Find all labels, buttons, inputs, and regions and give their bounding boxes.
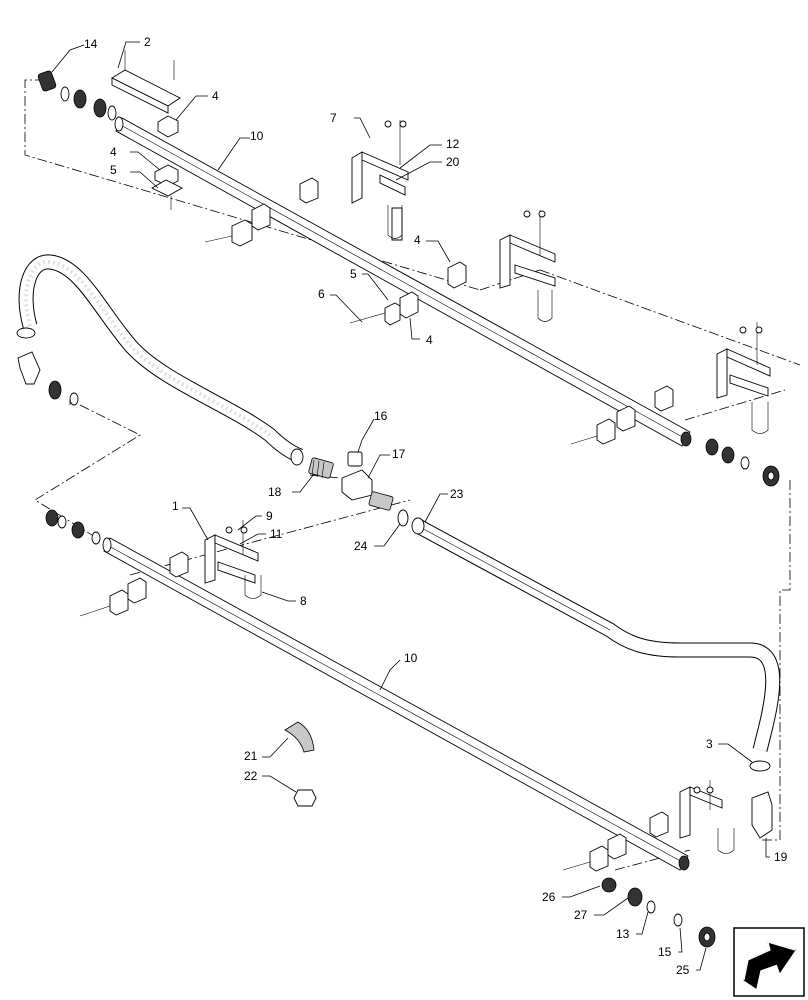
callout-2: 2 (144, 35, 151, 49)
callout-15: 15 (658, 945, 672, 959)
callout-labels: 14 2 4 4 5 10 7 12 20 4 5 6 4 16 17 18 2… (84, 35, 788, 977)
lower-left-end-fittings (45, 509, 101, 545)
assembly-lines (24, 79, 801, 871)
callout-13: 13 (616, 927, 630, 941)
callout-17: 17 (392, 447, 406, 461)
callout-22: 22 (244, 769, 258, 783)
elbow-21 (284, 721, 315, 753)
hose-23 (411, 517, 781, 839)
callout-9: 9 (266, 509, 273, 523)
nut-22 (293, 789, 317, 807)
callout-7: 7 (330, 111, 337, 125)
leader-lines (51, 41, 770, 971)
callout-10: 10 (250, 129, 264, 143)
callout-14: 14 (84, 37, 98, 51)
callout-23: 23 (450, 487, 464, 501)
lower-right-end-fittings (601, 877, 716, 948)
callout-4: 4 (426, 333, 433, 347)
tube-clamps-upper (204, 177, 674, 445)
upper-right-end-fittings (705, 438, 780, 487)
callout-4: 4 (110, 145, 117, 159)
callout-25: 25 (676, 963, 690, 977)
callout-18: 18 (268, 485, 282, 499)
callout-20: 20 (446, 155, 460, 169)
mount-bracket-7-12-20 (351, 120, 409, 241)
callout-19: 19 (774, 850, 788, 864)
mount-bracket-mid (499, 210, 556, 322)
callout-5: 5 (110, 163, 117, 177)
mount-bracket-1 (204, 520, 262, 599)
callout-3: 3 (706, 737, 713, 751)
bracket-2 (111, 50, 181, 114)
callout-12: 12 (446, 137, 460, 151)
upper-boom-tube (114, 116, 692, 447)
forward-arrow-icon[interactable] (733, 927, 805, 997)
callout-16: 16 (374, 409, 388, 423)
center-fittings (308, 451, 409, 527)
hose-upper-left (16, 254, 304, 466)
callout-21: 21 (244, 749, 258, 763)
callout-1: 1 (172, 499, 179, 513)
lower-boom-tube (102, 537, 690, 871)
callout-11: 11 (270, 527, 283, 541)
callout-27: 27 (574, 908, 588, 922)
tube-clamps-lower (79, 551, 669, 872)
upper-left-end-fittings (37, 70, 117, 121)
mount-bracket-lower-right (679, 780, 735, 854)
callout-4: 4 (414, 233, 421, 247)
callout-8: 8 (300, 594, 307, 608)
callout-4: 4 (212, 89, 219, 103)
callout-6: 6 (318, 287, 325, 301)
callout-26: 26 (542, 890, 556, 904)
callout-24: 24 (354, 539, 368, 553)
clamp-4-upper (157, 115, 179, 138)
clamp-4-lower (151, 164, 183, 210)
mount-bracket-right (716, 322, 771, 434)
callout-5: 5 (350, 267, 357, 281)
callout-10: 10 (404, 651, 418, 665)
